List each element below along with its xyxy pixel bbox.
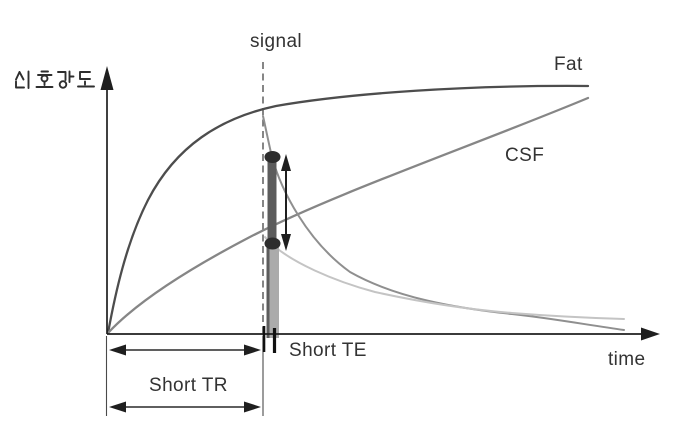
- bar-dark-strip: [266, 246, 270, 338]
- hangul-ho-strokes: [35, 70, 54, 88]
- csf-signal-bar: [269, 245, 279, 338]
- tr-upper-left-head: [109, 344, 126, 356]
- tr-lower-right-head: [244, 401, 261, 413]
- csf-t1-recovery-curve: [106, 96, 590, 335]
- hangul-gang-circle: [58, 80, 68, 89]
- y-axis: [100, 66, 114, 334]
- y-axis-arrow-head: [100, 66, 114, 90]
- hangul-sin: [15, 70, 30, 89]
- contrast-double-arrow: [281, 154, 291, 251]
- time-axis-label: time: [608, 349, 646, 370]
- contrast-arrow-down-head: [281, 234, 291, 251]
- tr-measure-arrow-upper: [109, 344, 261, 356]
- fat-decay-curve: [262, 115, 625, 331]
- tr-lower-left-head: [109, 401, 126, 413]
- contrast-arrow-up-head: [281, 154, 291, 171]
- fat-t1-recovery-curve: [106, 84, 590, 335]
- fat-signal-bar: [267, 157, 277, 247]
- x-axis: [107, 327, 660, 341]
- short-te-label: Short TE: [289, 340, 367, 361]
- short-tr-label: Short TR: [149, 375, 228, 396]
- hangul-gang-strokes: [57, 70, 75, 83]
- tr-measure-arrow-lower: [109, 401, 261, 413]
- hangul-ho-circle: [40, 74, 49, 83]
- tr-upper-right-head: [244, 344, 261, 356]
- hangul-do: [77, 71, 95, 88]
- signal-label: signal: [250, 31, 303, 52]
- csf-sample-dot: [264, 237, 281, 250]
- y-axis-label-hangul: [15, 70, 95, 89]
- csf-decay-curve: [264, 236, 625, 320]
- fat-curve-label: Fat: [554, 54, 583, 75]
- fat-sample-dot: [264, 151, 281, 163]
- csf-curve-label: CSF: [505, 145, 545, 166]
- x-axis-arrow-head: [641, 327, 660, 341]
